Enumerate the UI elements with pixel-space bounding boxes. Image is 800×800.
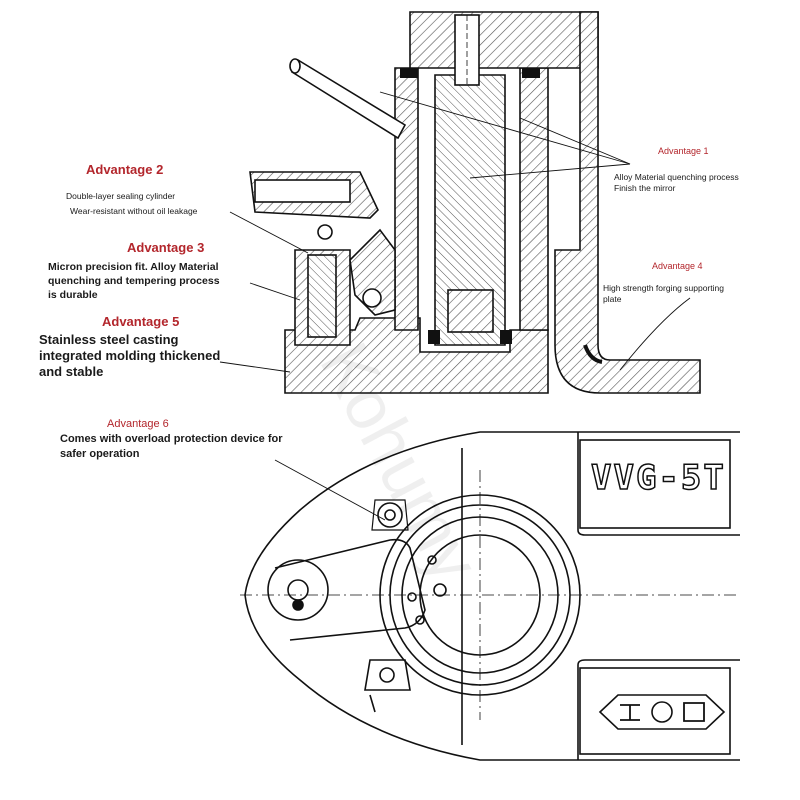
advantage3-line2: quenching and tempering process <box>48 275 220 287</box>
advantage6-line1: Comes with overload protection device fo… <box>60 433 283 445</box>
cross-section-view <box>249 11 701 394</box>
advantage4-title: Advantage 4 <box>652 261 703 271</box>
model-plate-frame <box>579 439 731 529</box>
advantage5-line1: Stainless steel casting <box>39 332 179 347</box>
plan-view <box>240 431 740 761</box>
logo-mark <box>598 694 726 730</box>
advantage1-line1: Alloy Material quenching process <box>614 172 739 182</box>
handle-rod <box>290 58 407 140</box>
advantage4-line1: High strength forging supporting <box>603 283 724 293</box>
advantage3-title: Advantage 3 <box>127 240 205 255</box>
overload-valve <box>371 499 409 531</box>
advantage4-line2: plate <box>603 294 622 304</box>
advantage2-line1: Double-layer sealing cylinder <box>66 191 176 201</box>
advantage1-line2: Finish the mirror <box>614 183 676 193</box>
supporting-plate <box>554 11 701 394</box>
ram <box>434 74 506 346</box>
advantage6-line2: safer operation <box>60 448 140 460</box>
pump-linkage <box>349 228 396 316</box>
advantage3-line1: Micron precision fit. Alloy Material <box>48 261 219 273</box>
inner-block <box>447 289 494 333</box>
logo-panel-frame <box>579 667 731 755</box>
advantage5-title: Advantage 5 <box>102 314 180 329</box>
advantage2-line2: Wear-resistant without oil leakage <box>70 206 198 216</box>
advantage2-title: Advantage 2 <box>86 162 164 177</box>
advantage6-title: Advantage 6 <box>107 418 169 430</box>
advantage5-line3: and stable <box>39 364 104 379</box>
cylinder-right-wall <box>519 67 549 331</box>
pump-piston <box>307 254 337 338</box>
linkage-arm <box>274 538 426 641</box>
leader-line-advantage6 <box>274 459 386 521</box>
side-plate <box>577 432 740 536</box>
pump-circle <box>267 559 329 621</box>
leader-lines-top <box>219 91 691 373</box>
release-screw <box>364 659 411 713</box>
advantage5-line2: integrated molding thickened <box>39 348 221 363</box>
cylinder-left-wall <box>394 67 419 331</box>
ram-cap <box>409 11 599 69</box>
advantage1-title: Advantage 1 <box>658 146 709 156</box>
linkage-pin <box>362 288 382 308</box>
model-plate-text: VVG-5T <box>590 457 726 498</box>
advantage3-line3: is durable <box>48 289 98 301</box>
